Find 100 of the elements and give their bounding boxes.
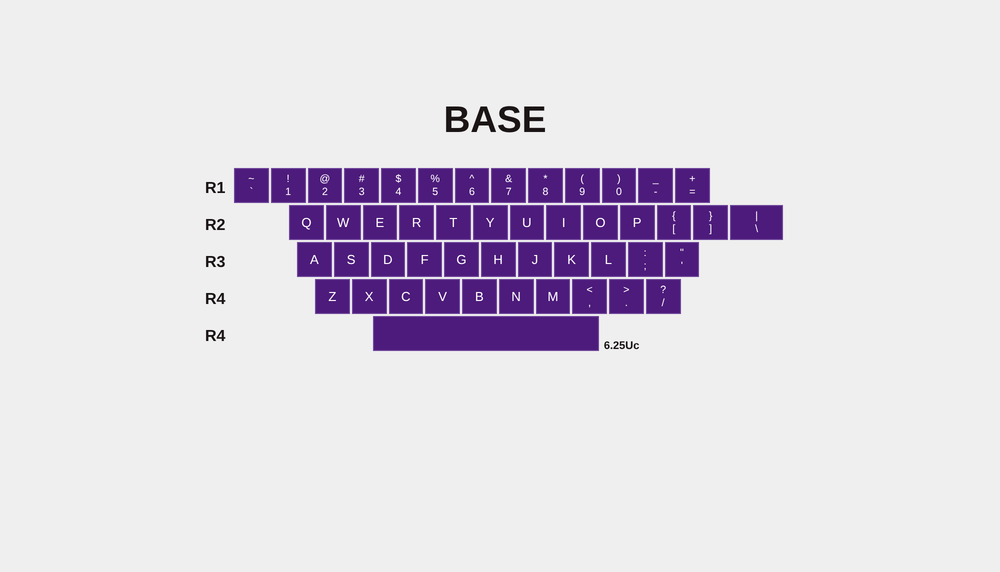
key-legend: 0 bbox=[616, 186, 622, 197]
key-legend: # bbox=[358, 174, 365, 184]
keycap bbox=[352, 279, 386, 314]
key-legend: + bbox=[689, 174, 696, 184]
key-legend: R bbox=[412, 216, 422, 229]
keycap bbox=[370, 242, 406, 277]
keycap bbox=[297, 242, 332, 277]
key-legend: F bbox=[420, 253, 429, 266]
row-label: R1 bbox=[205, 181, 226, 197]
key-legend: L bbox=[604, 253, 612, 266]
keycap bbox=[602, 168, 636, 203]
keycap bbox=[454, 168, 490, 203]
key-legend: 6 bbox=[468, 186, 475, 197]
row-label: R4 bbox=[205, 329, 226, 345]
keycap bbox=[444, 242, 479, 277]
row-label: R3 bbox=[205, 255, 226, 271]
keycap bbox=[572, 279, 607, 314]
key-legend: $ bbox=[395, 174, 402, 184]
key-legend: _ bbox=[652, 174, 659, 184]
key-legend: < bbox=[586, 285, 593, 296]
key-legend: : bbox=[644, 248, 647, 258]
key-legend: 7 bbox=[506, 186, 512, 197]
keycap bbox=[638, 168, 673, 203]
keycap bbox=[528, 168, 563, 203]
key-legend: A bbox=[310, 253, 319, 266]
key-legend: Y bbox=[486, 216, 494, 229]
key-legend: , bbox=[588, 298, 592, 308]
keycap bbox=[628, 242, 662, 277]
keycap bbox=[472, 205, 508, 240]
keycap bbox=[480, 242, 516, 277]
key-legend: J bbox=[532, 253, 538, 266]
key-legend: V bbox=[438, 290, 447, 303]
keycap bbox=[609, 279, 644, 314]
key-legend: M bbox=[547, 290, 558, 303]
key-legend: N bbox=[511, 290, 521, 303]
key-legend: T bbox=[449, 216, 458, 229]
key-legend: * bbox=[543, 174, 548, 184]
key-legend: 9 bbox=[579, 186, 586, 197]
row-label: R4 bbox=[205, 292, 226, 308]
keycap bbox=[518, 242, 552, 277]
key-legend: O bbox=[595, 216, 606, 229]
key-legend: / bbox=[662, 298, 665, 308]
key-legend: ~ bbox=[248, 174, 254, 184]
size-label: 6.25Uc bbox=[604, 341, 640, 352]
keycap bbox=[591, 242, 626, 277]
key-legend: K bbox=[567, 253, 576, 266]
keycap bbox=[315, 279, 350, 314]
key-legend: H bbox=[493, 253, 503, 266]
keycap bbox=[554, 242, 589, 277]
keycap bbox=[399, 205, 434, 240]
keycap bbox=[436, 205, 471, 240]
key-legend: = bbox=[689, 186, 696, 197]
key-legend: ^ bbox=[469, 174, 474, 184]
keycap bbox=[462, 279, 497, 314]
keycap bbox=[425, 279, 460, 314]
key-legend: > bbox=[623, 285, 630, 296]
keycap bbox=[546, 205, 581, 240]
key-legend: | bbox=[755, 211, 758, 222]
key-legend: } bbox=[708, 211, 712, 222]
key-legend: X bbox=[364, 290, 374, 303]
keycap bbox=[664, 242, 700, 277]
key-legend: ; bbox=[644, 260, 647, 271]
key-legend: 3 bbox=[358, 186, 365, 197]
key-legend: G bbox=[456, 253, 466, 266]
key-legend: B bbox=[475, 290, 484, 303]
row-label: R2 bbox=[205, 218, 226, 234]
key-legend: [ bbox=[672, 224, 676, 234]
keycap bbox=[730, 205, 784, 240]
key-legend: 1 bbox=[285, 186, 292, 197]
key-legend: U bbox=[522, 216, 532, 229]
key-legend: Z bbox=[328, 290, 336, 303]
key-legend: 5 bbox=[432, 186, 438, 197]
keycap bbox=[407, 242, 442, 277]
keycap bbox=[646, 279, 680, 314]
key-legend: { bbox=[672, 211, 676, 222]
title: BASE bbox=[444, 101, 546, 138]
key-legend: " bbox=[680, 248, 684, 258]
key-legend: Q bbox=[301, 216, 312, 229]
key-legend: & bbox=[505, 174, 512, 184]
key-legend: 4 bbox=[395, 186, 402, 197]
keycap bbox=[536, 279, 570, 314]
key-legend: @ bbox=[320, 174, 330, 184]
key-legend: ( bbox=[580, 174, 584, 184]
key-legend: S bbox=[346, 253, 356, 266]
keycap bbox=[334, 242, 368, 277]
key-legend: I bbox=[562, 216, 566, 229]
key-legend: . bbox=[624, 298, 628, 308]
keycap bbox=[289, 205, 324, 240]
keycap bbox=[344, 168, 379, 203]
key-legend: ` bbox=[250, 186, 254, 197]
keycap bbox=[491, 168, 526, 203]
key-legend: ? bbox=[660, 285, 666, 296]
keycap bbox=[510, 205, 544, 240]
keycap bbox=[675, 168, 710, 203]
key-legend: E bbox=[376, 216, 384, 229]
keycap bbox=[234, 168, 269, 203]
key-legend: 2 bbox=[322, 186, 328, 197]
keycap bbox=[362, 205, 398, 240]
key-legend: W bbox=[336, 216, 350, 229]
keycap bbox=[656, 205, 692, 240]
